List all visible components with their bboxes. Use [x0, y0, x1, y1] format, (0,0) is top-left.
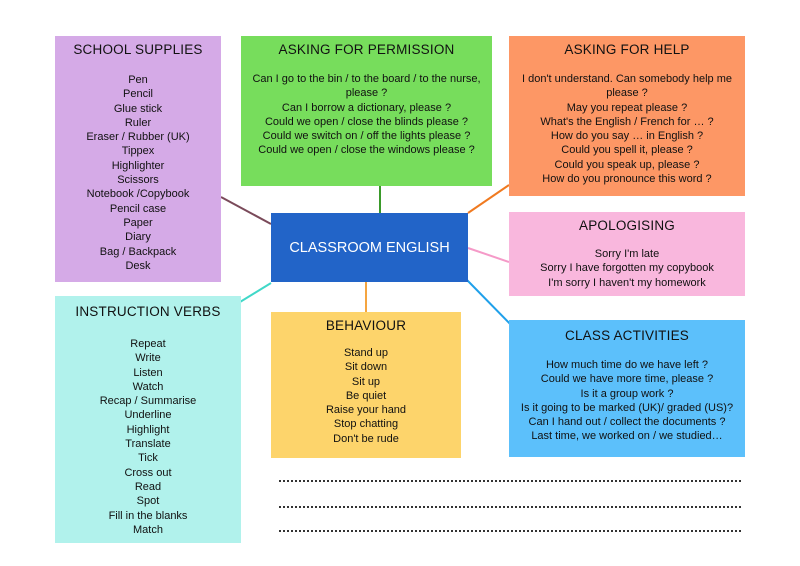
list-item: Desk [125, 259, 151, 272]
list-item: Underline [124, 409, 172, 422]
list-item: Bag / Backpack [99, 245, 177, 258]
list-item: Highlighter [111, 159, 165, 172]
class-activities-box: CLASS ACTIVITIES How much time do we hav… [509, 320, 745, 457]
list-item: Repeat [130, 338, 166, 350]
list-item: May you repeat please ? [566, 101, 688, 114]
list-item: Listen [133, 366, 163, 379]
list-item: Could we open / close the blinds please … [264, 115, 469, 128]
list-item: Could we switch on / off the lights plea… [262, 130, 471, 143]
item-list: How much time do we have left ? Could we … [509, 358, 745, 444]
list-item: What's the English / French for … ? [540, 115, 714, 128]
item-list: Can I go to the bin / to the board / to … [241, 72, 492, 158]
box-title: BEHAVIOUR [325, 318, 407, 333]
list-item: Pencil [123, 88, 153, 101]
list-item: Scissors [117, 174, 159, 187]
list-item: Paper [123, 216, 153, 229]
list-item: How do you pronounce this word ? [542, 173, 712, 186]
list-item: Glue stick [113, 102, 163, 115]
list-item: Fill in the blanks [108, 509, 188, 522]
list-item: Notebook /Copybook [86, 188, 190, 201]
list-item: Diary [125, 231, 151, 244]
list-item: Stop chatting [333, 418, 399, 431]
dotted-write-line [279, 480, 741, 482]
list-item: How much time do we have left ? [545, 359, 709, 371]
box-title: APOLOGISING [579, 218, 675, 233]
list-item: Highlight [126, 423, 170, 436]
list-item: Can I borrow a dictionary, please ? [281, 101, 452, 114]
list-item: Recap / Summarise [99, 395, 197, 408]
list-item: Spot [136, 495, 160, 508]
list-item: Pen [128, 74, 148, 86]
list-item: Sit up [351, 375, 381, 388]
list-item: I'm sorry I haven't my homework [548, 276, 706, 289]
list-item: Translate [125, 438, 171, 451]
link-apologising [467, 247, 510, 263]
dotted-write-line [279, 506, 741, 508]
list-item: Don't be rude [333, 432, 399, 445]
center-node: CLASSROOM ENGLISH [271, 213, 468, 282]
asking-permission-box: ASKING FOR PERMISSION Can I go to the bi… [241, 36, 492, 186]
list-item: Write [135, 352, 161, 365]
list-item: Is it going to be marked (UK)/ graded (U… [520, 401, 734, 414]
list-item: How do you say … in English ? [550, 130, 704, 143]
list-item: Can I hand out / collect the documents ? [528, 416, 726, 429]
list-item: Could we open / close the windows please… [258, 144, 475, 157]
link-help [467, 184, 510, 214]
link-class-activities [466, 279, 517, 331]
list-item: Eraser / Rubber (UK) [86, 131, 190, 144]
box-title: ASKING FOR HELP [564, 42, 690, 57]
list-item: Pencil case [109, 202, 167, 215]
list-item: Be quiet [345, 389, 387, 402]
list-item: Is it a group work ? [580, 387, 674, 400]
asking-help-box: ASKING FOR HELP I don't understand. Can … [509, 36, 745, 196]
link-instruction [239, 282, 272, 303]
list-item: Last time, we worked on / we studied… [531, 430, 723, 443]
box-title: ASKING FOR PERMISSION [278, 42, 455, 57]
link-supplies [220, 196, 272, 225]
list-item: Tippex [121, 145, 155, 158]
list-item: Could we have more time, please ? [540, 373, 714, 386]
list-item: I don't understand. Can somebody help me… [521, 73, 732, 100]
list-item: Cross out [124, 466, 172, 479]
list-item: Ruler [124, 116, 152, 129]
dotted-write-line [279, 530, 741, 532]
list-item: Stand up [343, 347, 389, 359]
list-item: Watch [132, 380, 164, 393]
list-item: Read [134, 480, 162, 493]
list-item: Could you spell it, please ? [561, 144, 693, 157]
box-title: CLASS ACTIVITIES [565, 328, 689, 343]
list-item: Tick [138, 452, 158, 465]
list-item: Could you speak up, please ? [554, 158, 700, 171]
list-item: Sorry I'm late [594, 248, 660, 260]
box-title: SCHOOL SUPPLIES [73, 42, 203, 57]
box-title: INSTRUCTION VERBS [75, 304, 221, 319]
item-list: I don't understand. Can somebody help me… [509, 72, 745, 186]
list-item: Sit down [344, 361, 388, 374]
list-item: Sorry I have forgotten my copybook [540, 262, 714, 275]
list-item: Can I go to the bin / to the board / to … [252, 73, 481, 100]
list-item: Raise your hand [325, 404, 407, 417]
list-item: Match [133, 523, 163, 536]
